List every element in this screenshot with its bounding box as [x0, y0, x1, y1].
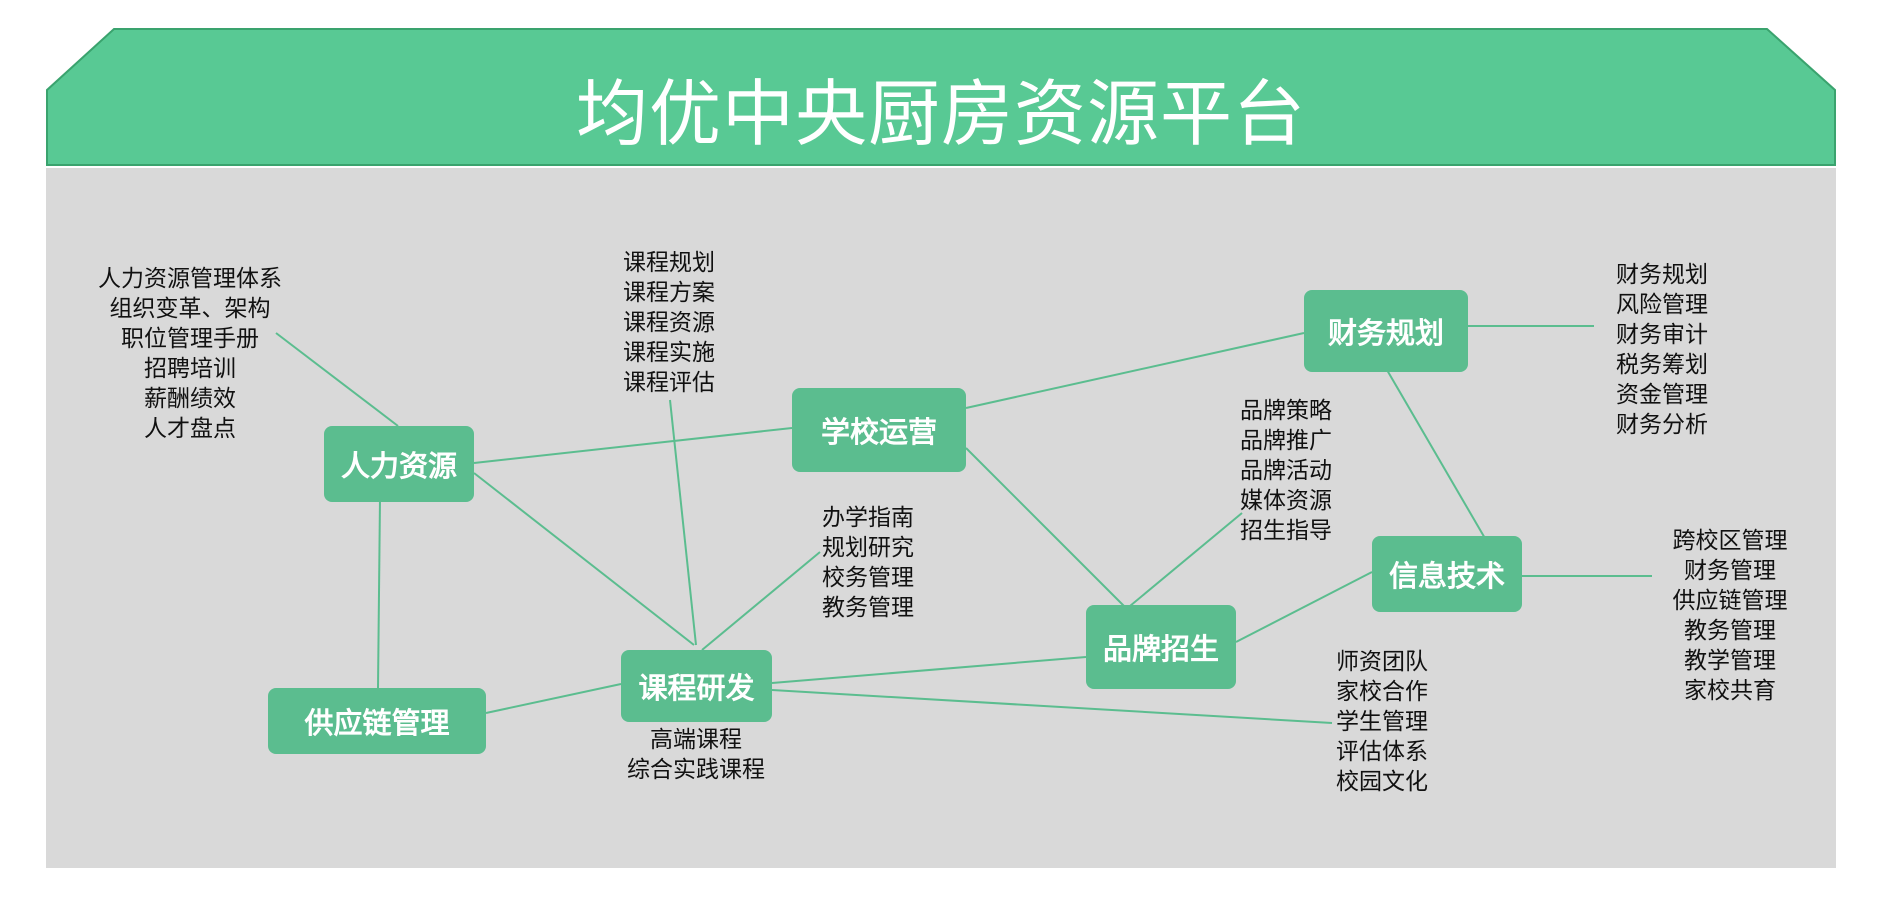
- connector-lines: [275, 325, 1652, 724]
- list-item: 财务管理: [1684, 558, 1776, 584]
- node-financial-planning[interactable]: 财务规划: [1304, 290, 1468, 372]
- list-item: 招聘培训: [144, 356, 236, 382]
- list-item: 财务分析: [1616, 412, 1708, 438]
- list-item: 规划研究: [822, 535, 914, 561]
- list-brand: 品牌策略 品牌推广 品牌活动 媒体资源 招生指导: [1240, 396, 1332, 546]
- list-item: 高端课程: [650, 727, 742, 753]
- list-item: 媒体资源: [1240, 488, 1332, 514]
- list-item: 职位管理手册: [121, 326, 259, 352]
- list-item: 校园文化: [1336, 769, 1428, 795]
- link-kecheng-shizi: [771, 689, 1333, 724]
- page-title: 均优中央厨房资源平台: [575, 72, 1306, 156]
- list-item: 人力资源管理体系: [98, 266, 282, 292]
- list-item: 校务管理: [822, 565, 914, 591]
- link-renli-kecheng: [473, 472, 695, 646]
- list-information-technology: 跨校区管理 财务管理 供应链管理 教务管理 教学管理 家校共育: [1650, 526, 1810, 706]
- link-pinpai-pinpailist: [1129, 512, 1243, 607]
- list-item: 品牌活动: [1240, 458, 1332, 484]
- list-item: 学生管理: [1336, 709, 1428, 735]
- list-staff-school: 师资团队 家校合作 学生管理 评估体系 校园文化: [1336, 647, 1428, 797]
- link-renli-xuexiao: [473, 427, 793, 464]
- list-item: 组织变革、架构: [109, 296, 271, 322]
- list-item: 家校共育: [1684, 678, 1776, 704]
- link-caiwu-xinxi: [1386, 369, 1487, 541]
- list-item: 办学指南: [822, 505, 914, 531]
- list-item: 课程资源: [623, 310, 715, 336]
- list-school-operations-sub: 办学指南 规划研究 校务管理 教务管理: [822, 503, 914, 623]
- list-item: 薪酬绩效: [144, 386, 236, 412]
- list-item: 品牌推广: [1240, 428, 1332, 454]
- list-item: 财务审计: [1616, 322, 1708, 348]
- list-curriculum-top: 课程规划 课程方案 课程资源 课程实施 课程评估: [623, 248, 715, 398]
- link-pinpai-xinxi: [1235, 571, 1373, 643]
- link-xuexiao-pinpai: [965, 447, 1125, 607]
- list-item: 品牌策略: [1240, 398, 1332, 424]
- list-item: 课程规划: [623, 250, 715, 276]
- list-curriculum-bottom: 高端课程 综合实践课程: [606, 725, 786, 785]
- link-kecheng-pinpai: [771, 656, 1087, 684]
- list-item: 课程实施: [623, 340, 715, 366]
- list-item: 师资团队: [1336, 649, 1428, 675]
- link-renli-gongying: [377, 497, 381, 689]
- list-item: 跨校区管理: [1672, 528, 1788, 554]
- list-item: 教学管理: [1684, 648, 1776, 674]
- list-item: 招生指导: [1240, 518, 1332, 544]
- link-xuexiaosub-kecheng: [701, 551, 821, 651]
- link-kechenglist-kecheng: [669, 399, 697, 646]
- link-xuexiao-caiwu: [965, 332, 1305, 409]
- list-human-resources: 人力资源管理体系 组织变革、架构 职位管理手册 招聘培训 薪酬绩效 人才盘点: [90, 264, 290, 444]
- diagram-panel: 人力资源 学校运营 财务规划 信息技术 品牌招生 课程研发 供应链管理 人力资源…: [46, 168, 1836, 868]
- node-information-technology[interactable]: 信息技术: [1372, 536, 1522, 612]
- list-item: 课程评估: [623, 370, 715, 396]
- list-item: 家校合作: [1336, 679, 1428, 705]
- list-item: 风险管理: [1616, 292, 1708, 318]
- list-item: 综合实践课程: [627, 757, 765, 783]
- link-renli-list: [275, 332, 399, 427]
- node-brand-enrollment[interactable]: 品牌招生: [1086, 605, 1236, 689]
- list-item: 课程方案: [623, 280, 715, 306]
- list-finance: 财务规划 风险管理 财务审计 税务筹划 资金管理 财务分析: [1616, 260, 1708, 440]
- node-human-resources[interactable]: 人力资源: [324, 426, 474, 502]
- node-school-operations[interactable]: 学校运营: [792, 388, 966, 472]
- list-item: 税务筹划: [1616, 352, 1708, 378]
- list-item: 资金管理: [1616, 382, 1708, 408]
- title-banner: [46, 28, 1836, 166]
- node-supply-chain[interactable]: 供应链管理: [268, 688, 486, 754]
- link-kecheng-gongying: [485, 683, 622, 714]
- list-item: 评估体系: [1336, 739, 1428, 765]
- list-item: 供应链管理: [1672, 588, 1788, 614]
- list-item: 教务管理: [1684, 618, 1776, 644]
- list-item: 人才盘点: [144, 416, 236, 442]
- node-curriculum-development[interactable]: 课程研发: [621, 650, 772, 722]
- list-item: 教务管理: [822, 595, 914, 621]
- list-item: 财务规划: [1616, 262, 1708, 288]
